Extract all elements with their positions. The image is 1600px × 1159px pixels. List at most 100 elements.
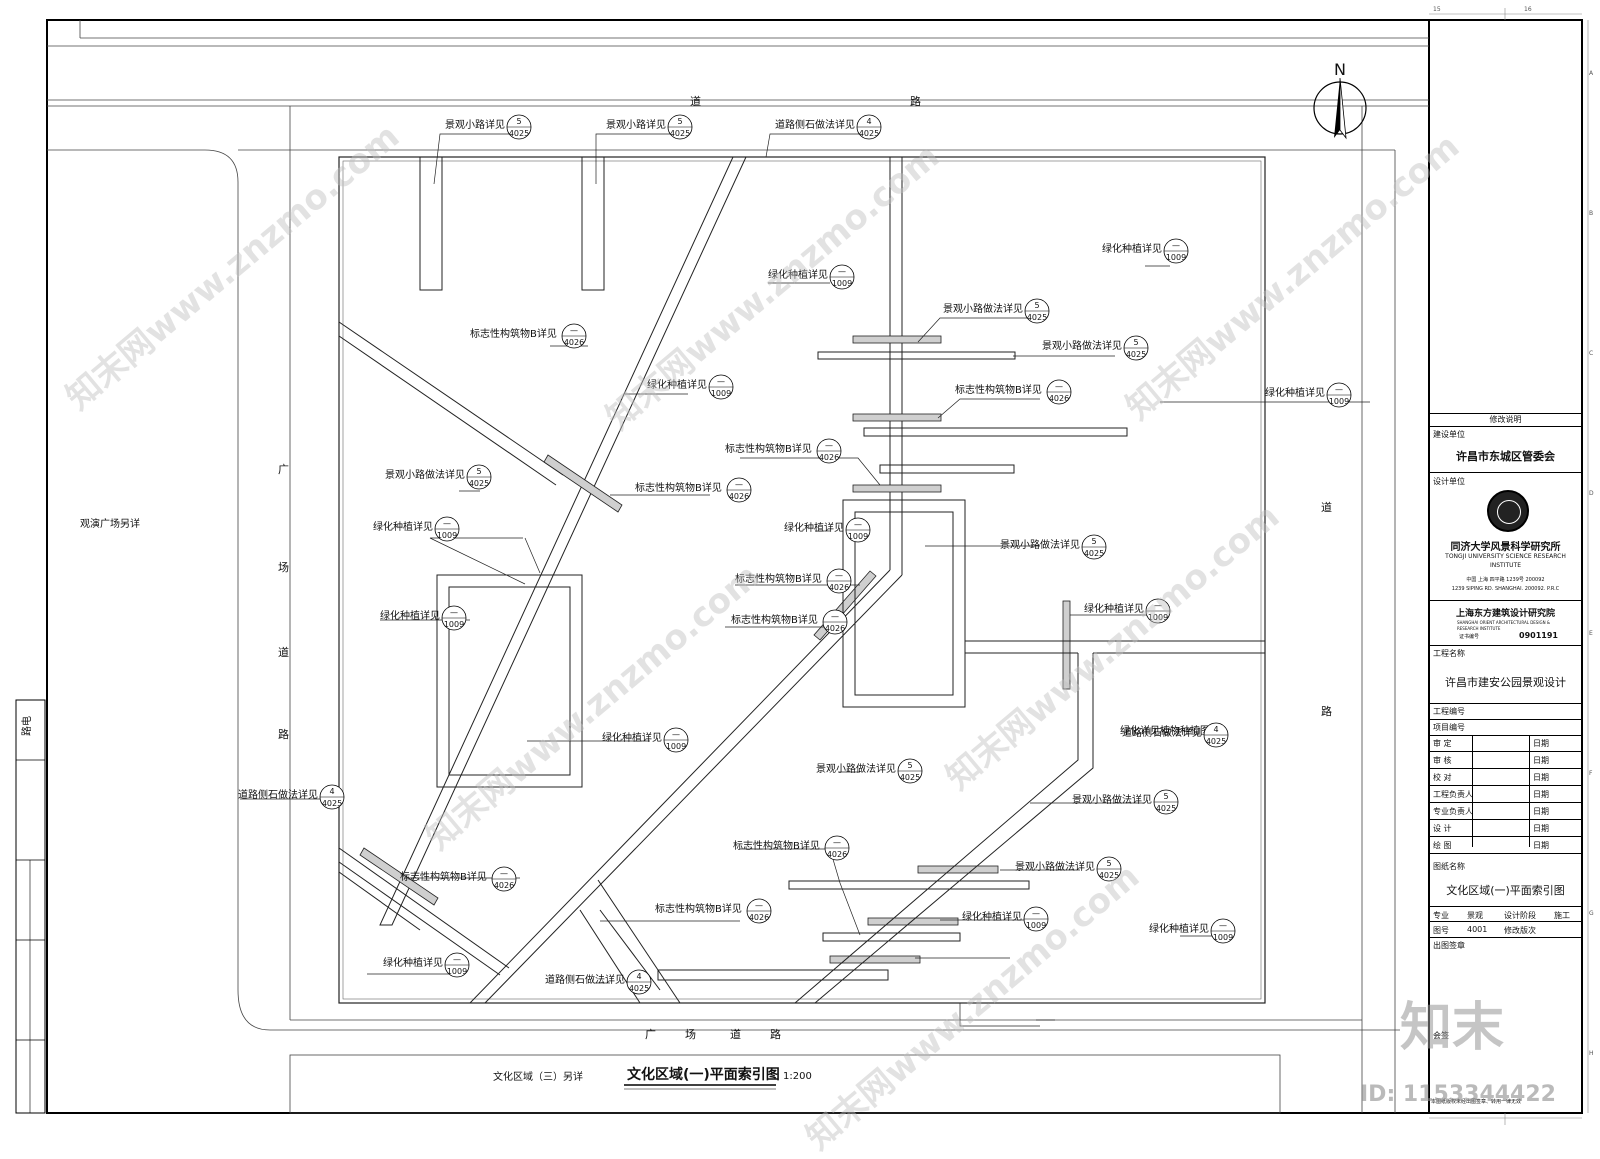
- title-block: 修改说明 建设单位 许昌市东城区管委会 设计单位 同济大学风景科学研究所 TON…: [1429, 6, 1582, 1113]
- callout-text: 绿化种植详见: [1102, 242, 1162, 255]
- road-label-left-2: 场: [278, 560, 289, 574]
- callout-number: —: [838, 267, 846, 276]
- callout: 标志性构筑物B详见—4026: [955, 379, 1072, 405]
- client-name: 许昌市东城区管委会: [1456, 450, 1555, 463]
- footer-note: 本图纸版权未经出图签章、转用一律无效: [1431, 1099, 1522, 1105]
- role-label: 校 对: [1433, 773, 1452, 782]
- callout-text: 绿化种植详见: [602, 731, 662, 744]
- role-row: 校 对 日期: [1429, 769, 1582, 786]
- drawing-title: 文化区域(一)平面索引图: [627, 1066, 780, 1083]
- callout: 绿化种植详见—1009: [1265, 382, 1352, 408]
- callout-text: 标志性构筑物B详见: [725, 442, 812, 455]
- callout-text: 景观小路详见: [606, 118, 666, 131]
- road-label-bottom-2: 场: [685, 1027, 696, 1041]
- callout-ref: 1009: [832, 279, 852, 288]
- phase: 施工: [1554, 911, 1570, 920]
- callout: 标志性构筑物B详见—4026: [733, 835, 850, 861]
- callout-number: —: [1032, 909, 1040, 918]
- callout-ref: 4026: [829, 583, 849, 592]
- callout: 绿化种植详见—1009: [373, 516, 460, 542]
- callout-text: 标志性构筑物B详见: [735, 572, 822, 585]
- callout-number: 5: [1034, 301, 1039, 310]
- seal-label: 会签: [1433, 1031, 1449, 1040]
- road-label-top-2: 路: [910, 95, 921, 108]
- role-row: 审 定 日期: [1429, 735, 1582, 752]
- callout-ref: 4026: [827, 850, 847, 859]
- callout-text: 绿化种植详见: [784, 521, 844, 534]
- grid-label-top-15: 15: [1433, 6, 1441, 13]
- callout-ref: 4025: [670, 129, 690, 138]
- revision-label: 修改说明: [1429, 413, 1582, 427]
- discipline: 景观: [1467, 911, 1483, 920]
- institute-addr1: 中国 上海 四平路 1239号 200092: [1466, 577, 1545, 583]
- site-plan-drawing: N 道 路 广 场 道 路 广 场 道 路 道 路 观演广场另详 文化区域（三）…: [15, 8, 1589, 1125]
- callout-ref: 4025: [322, 799, 342, 808]
- callout-ref: 4025: [900, 773, 920, 782]
- callout-text: 绿化种植详见: [380, 609, 440, 622]
- callout-number: —: [570, 326, 578, 335]
- callout: 绿化种植详见—1009: [1084, 598, 1171, 624]
- callout-number: —: [450, 608, 458, 617]
- callout-ref: 4026: [729, 492, 749, 501]
- client-label: 建设单位: [1433, 430, 1465, 439]
- road-label-bottom-3: 道: [730, 1027, 741, 1041]
- callout-ref: 4025: [1099, 871, 1119, 880]
- role-date: 日期: [1533, 841, 1549, 850]
- callout: 绿化种植详见—1009: [647, 374, 734, 400]
- callout-number: —: [1172, 241, 1180, 250]
- note-left-plaza: 观演广场另详: [80, 517, 140, 530]
- role-row: 审 核 日期: [1429, 752, 1582, 769]
- callout-text: 道路侧石做法详见: [238, 788, 318, 801]
- callout-ref: 4025: [1084, 549, 1104, 558]
- watermark-logo: 知末: [1400, 998, 1505, 1058]
- designer-label: 设计单位: [1433, 477, 1465, 486]
- callout: 标志性构筑物B详见—4026: [400, 866, 517, 892]
- callout-number: —: [443, 519, 451, 528]
- role-label: 审 核: [1433, 756, 1452, 765]
- callout-ref: 4026: [825, 624, 845, 633]
- role-date: 日期: [1533, 756, 1549, 765]
- callout-text: 绿化种植详见: [1265, 386, 1325, 399]
- callout: 绿化种植详见—1009: [383, 952, 470, 978]
- callout-text: 道路侧石做法详见: [545, 973, 625, 986]
- callout-ref: 4025: [1206, 737, 1226, 746]
- road-label-left-3: 道: [278, 645, 289, 659]
- callout-ref: 1009: [711, 389, 731, 398]
- callout-number: 5: [1163, 792, 1168, 801]
- grid-label-d: D: [1589, 490, 1594, 497]
- road-label-bottom-4: 路: [770, 1028, 781, 1041]
- role-label: 设 计: [1433, 824, 1452, 833]
- callout-number: 5: [516, 117, 521, 126]
- callout-number: 5: [1091, 537, 1096, 546]
- callout-text: 道路侧石做法详见: [1122, 726, 1202, 739]
- project-name-label: 工程名称: [1433, 649, 1465, 658]
- callout-ref: 1009: [666, 742, 686, 751]
- road-label-left-1: 广: [278, 463, 289, 476]
- callout-number: —: [833, 838, 841, 847]
- callout-text: 标志性构筑物B详见: [731, 613, 818, 626]
- callout: 标志性构筑物B详见—4026: [635, 477, 752, 503]
- partner-en: SHANGHAI ORIENT ARCHITECTURAL DESIGN & R…: [1457, 620, 1551, 631]
- partner-name: 上海东方建筑设计研究院: [1455, 609, 1555, 619]
- callout: 标志性构筑物B详见—4026: [725, 438, 842, 464]
- note-bottom-area: 文化区域（三）另详: [493, 1070, 583, 1083]
- callout-ref: 4025: [1126, 350, 1146, 359]
- callout-number: —: [500, 869, 508, 878]
- callout-number: —: [1219, 921, 1227, 930]
- callout-text: 标志性构筑物B详见: [470, 327, 557, 340]
- drawing-name: 文化区域(一)平面索引图: [1446, 884, 1565, 897]
- callout-number: —: [453, 955, 461, 964]
- grid-label-c: C: [1589, 350, 1594, 357]
- north-label: N: [1334, 60, 1346, 79]
- site-boundary: [338, 156, 1266, 1004]
- callout: 绿化种植详见—1009: [784, 517, 871, 543]
- callout-text: 标志性构筑物B详见: [655, 902, 742, 915]
- cert-number: 0901191: [1519, 631, 1558, 640]
- institute-en: TONGJI UNIVERSITY SCIENCE RESEARCH INSTI…: [1445, 553, 1566, 569]
